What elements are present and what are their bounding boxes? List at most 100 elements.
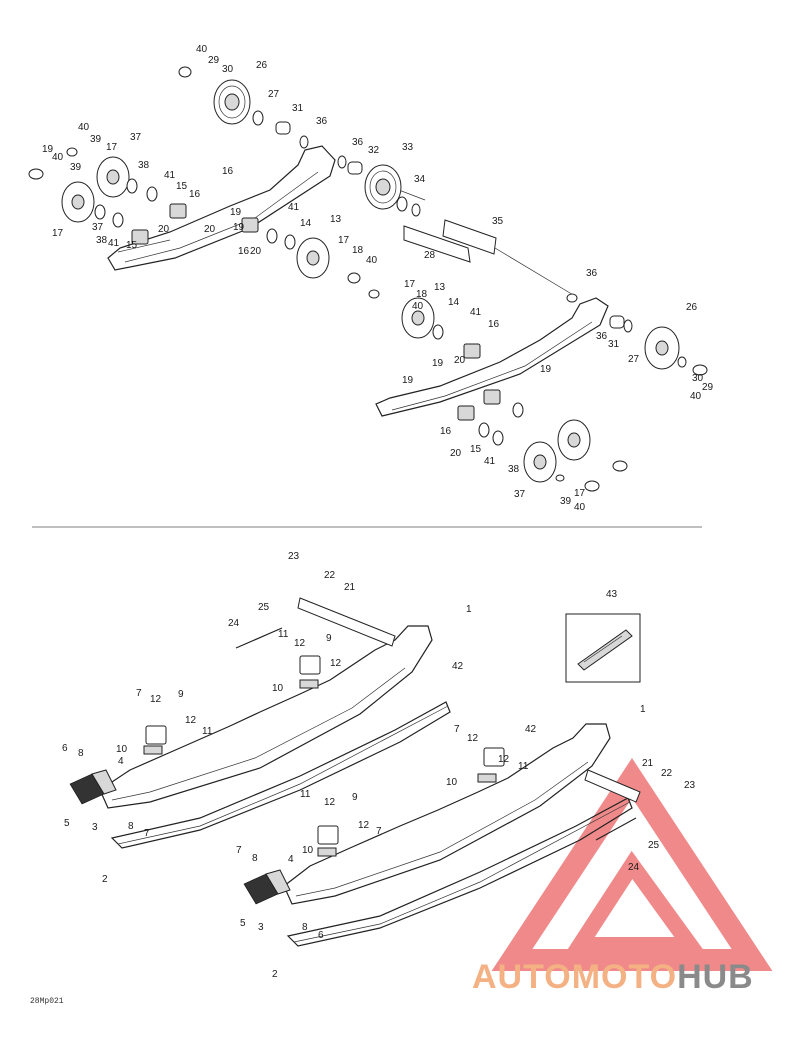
bolt-24-left (235, 627, 283, 649)
callout-label: 23 (684, 780, 696, 791)
callout-label: 30 (222, 64, 234, 75)
callout-label: 12 (330, 658, 342, 669)
callout-label: 10 (116, 744, 128, 755)
callout-label: 21 (642, 758, 654, 769)
callout-label: 43 (606, 589, 618, 600)
callout-label: 14 (448, 297, 460, 308)
callout-label: 30 (692, 373, 704, 384)
right-slide-rail (286, 797, 633, 947)
callout-label: 11 (300, 789, 311, 800)
callout-label: 1 (466, 604, 472, 615)
callout-label: 36 (316, 116, 328, 127)
idler-wheel-37-upper (96, 156, 130, 198)
callout-label: 5 (240, 918, 246, 929)
callout-label: 29 (702, 382, 714, 393)
callout-label: 20 (450, 448, 462, 459)
callout-label: 17 (52, 228, 64, 239)
inset-part-43 (577, 629, 633, 671)
callout-label: 40 (574, 502, 586, 513)
stopper-block-9-d (317, 825, 339, 845)
callout-label: 3 (258, 922, 264, 933)
callout-label: 38 (138, 160, 150, 171)
callout-label: 41 (164, 170, 176, 181)
callout-label: 31 (292, 103, 304, 114)
callout-label: 7 (454, 724, 460, 735)
callout-label: 36 (586, 268, 598, 279)
callout-label: 12 (498, 754, 510, 765)
callout-label: 10 (302, 845, 314, 856)
callout-label: 6 (62, 743, 68, 754)
left-frame-rail (107, 145, 336, 271)
callout-label: 39 (90, 134, 102, 145)
idler-wheel-37-right-b (523, 441, 557, 483)
callout-label: 35 (492, 216, 504, 227)
callout-label: 9 (178, 689, 184, 700)
callout-label: 37 (514, 489, 526, 500)
callout-label: 26 (686, 302, 698, 313)
callout-label: 9 (326, 633, 332, 644)
callout-label: 38 (96, 235, 108, 246)
callout-label: 18 (416, 289, 428, 300)
figure-reference-code: 28Mp021 (30, 997, 64, 1006)
callout-label: 38 (508, 464, 520, 475)
callout-label: 6 (318, 930, 324, 941)
callout-label: 20 (158, 224, 170, 235)
callout-label: 8 (78, 748, 84, 759)
wear-plate-10-a (299, 679, 319, 689)
callout-label: 18 (352, 245, 364, 256)
bumper-5-left (69, 769, 117, 805)
callout-label: 40 (366, 255, 378, 266)
callout-label: 8 (128, 821, 134, 832)
callout-label: 12 (294, 638, 306, 649)
callout-label: 40 (690, 391, 702, 402)
callout-label: 11 (202, 726, 213, 737)
callout-label: 33 (402, 142, 414, 153)
callout-label: 36 (596, 331, 608, 342)
right-slide-frame (283, 723, 611, 905)
callout-label: 40 (412, 301, 424, 312)
callout-label: 8 (302, 922, 308, 933)
watermark-triangle-outer (491, 758, 773, 971)
callout-label: 2 (102, 874, 108, 885)
callout-label: 17 (574, 488, 586, 499)
callout-label: 19 (230, 207, 242, 218)
callout-label: 34 (414, 174, 426, 185)
callout-label: 40 (196, 44, 208, 55)
callout-label: 14 (300, 218, 312, 229)
callout-label: 22 (661, 768, 673, 779)
stopper-block-9-b (145, 725, 167, 745)
callout-label: 12 (324, 797, 336, 808)
callout-label: 40 (78, 122, 90, 133)
callout-label: 17 (404, 279, 416, 290)
callout-label: 9 (352, 792, 358, 803)
callout-label: 13 (330, 214, 342, 225)
bumper-5-right (243, 869, 291, 905)
callout-label: 24 (228, 618, 240, 629)
idler-wheel-26-top (213, 79, 251, 125)
callout-label: 28 (424, 250, 436, 261)
callout-label: 12 (467, 733, 479, 744)
callout-label: 4 (288, 854, 294, 865)
callout-label: 24 (628, 862, 640, 873)
callout-label: 7 (144, 828, 150, 839)
callout-label: 37 (130, 132, 142, 143)
left-slide-rail (110, 701, 451, 849)
callout-label: 19 (42, 144, 54, 155)
callout-label: 42 (525, 724, 537, 735)
callout-label: 21 (344, 582, 356, 593)
callout-label: 7 (136, 688, 142, 699)
callout-label: 5 (64, 818, 70, 829)
idler-wheel-13-right (401, 297, 435, 339)
callout-label: 41 (484, 456, 496, 467)
upper-suspension-assembly (28, 66, 708, 492)
front-cross-shaft (297, 597, 396, 647)
callout-label: 37 (92, 222, 104, 233)
callout-label: 2 (272, 969, 278, 980)
lower-slide-assembly (69, 597, 641, 947)
callout-label: 19 (402, 375, 414, 386)
watermark-text-prefix: AUTOMOTO (472, 958, 677, 996)
right-frame-rail (375, 297, 609, 417)
callout-label: 16 (222, 166, 234, 177)
watermark-text-suffix: HUB (677, 958, 754, 996)
